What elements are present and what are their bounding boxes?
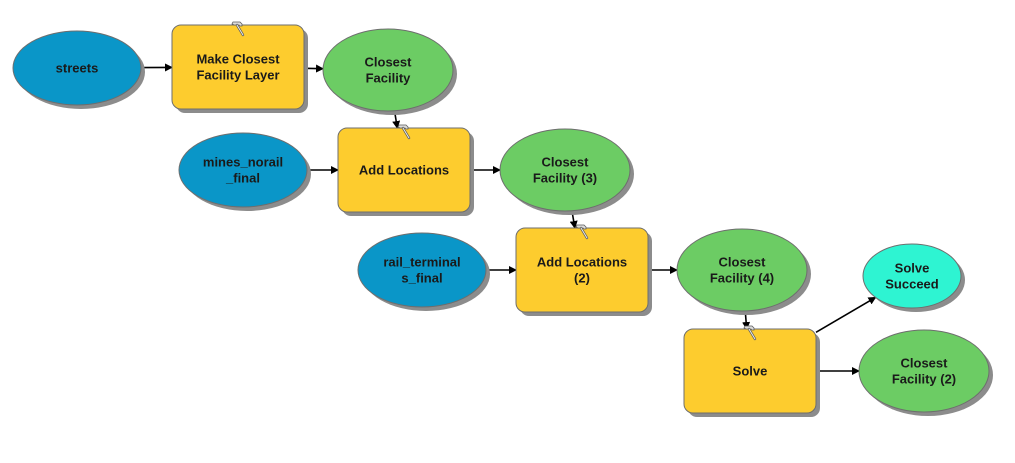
hammer-icon bbox=[231, 21, 245, 37]
input-data-ellipse bbox=[12, 30, 142, 106]
hammer-icon bbox=[743, 325, 757, 341]
hammer-icon bbox=[397, 124, 411, 140]
output-data-ellipse bbox=[499, 128, 631, 212]
node-mines-norail-final[interactable]: mines_norail_final bbox=[178, 132, 311, 211]
input-data-ellipse bbox=[357, 232, 487, 308]
node-label: Add Locations(2) bbox=[537, 255, 627, 286]
output-data-ellipse bbox=[676, 228, 808, 312]
node-label: Solve bbox=[733, 364, 768, 379]
node-solve[interactable]: Solve bbox=[683, 325, 820, 417]
node-add-locations[interactable]: Add Locations bbox=[337, 124, 474, 216]
output-data-ellipse bbox=[322, 28, 454, 112]
boolean-output-ellipse bbox=[862, 243, 962, 309]
node-streets[interactable]: streets bbox=[12, 30, 145, 109]
node-label: streets bbox=[56, 61, 99, 76]
output-data-ellipse bbox=[858, 329, 990, 413]
hammer-icon bbox=[575, 224, 589, 240]
node-label: mines_norail_final bbox=[203, 155, 283, 186]
connector-solve-to-solve-succeed[interactable] bbox=[815, 296, 877, 333]
node-label: Add Locations bbox=[359, 163, 449, 178]
input-data-ellipse bbox=[178, 132, 308, 208]
node-add-locations-2[interactable]: Add Locations(2) bbox=[515, 224, 652, 316]
